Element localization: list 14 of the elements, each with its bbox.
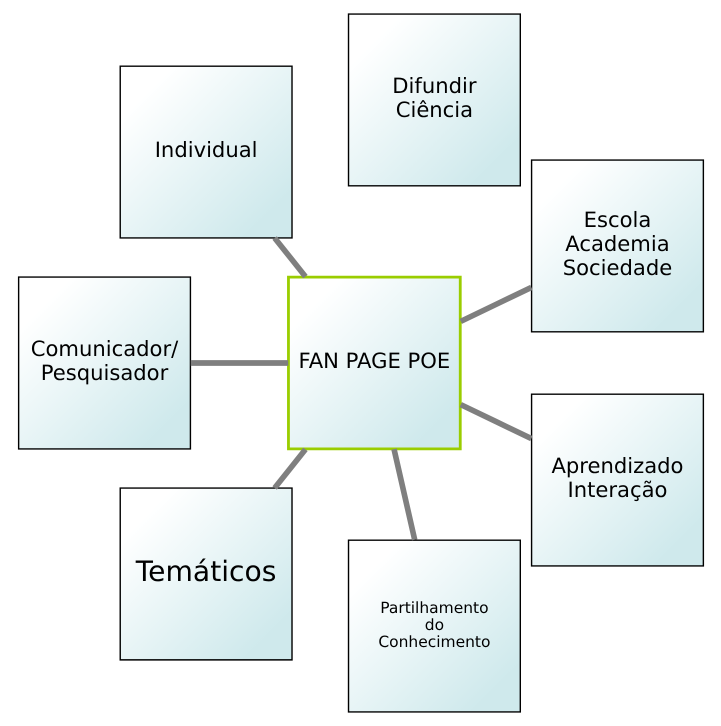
connector xyxy=(390,448,417,540)
connector xyxy=(272,236,308,278)
node-box: Partilhamento do Conhecimento xyxy=(347,539,520,713)
node-box: Escola Academia Sociedade xyxy=(530,159,704,333)
node-box: Aprendizado Interação xyxy=(530,393,704,567)
node-box: Temáticos xyxy=(119,487,292,661)
connector xyxy=(459,402,532,442)
node-box: Comunicador/ Pesquisador xyxy=(17,276,191,450)
connector xyxy=(272,448,308,490)
node-box: Difundir Ciência xyxy=(347,13,520,187)
node-box: FAN PAGE POE xyxy=(286,276,462,450)
connector xyxy=(459,284,532,324)
connector xyxy=(190,360,288,366)
node-box: Individual xyxy=(119,65,292,239)
